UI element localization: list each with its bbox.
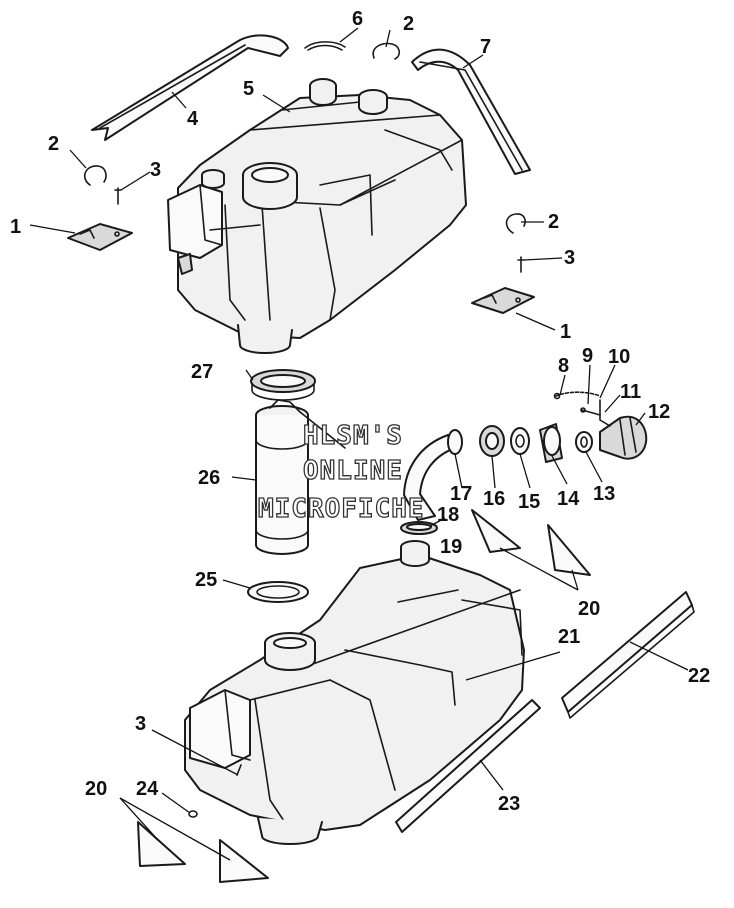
callout-18: 18 <box>437 504 459 526</box>
callout-9: 9 <box>582 345 593 367</box>
callout-10: 10 <box>608 346 630 368</box>
callout-2-right: 2 <box>548 211 559 233</box>
callout-6: 6 <box>352 8 363 30</box>
watermark-line-1: HLSM'S <box>303 421 403 451</box>
cap-tether-chain <box>553 391 611 427</box>
filler-rings <box>447 423 593 463</box>
washer <box>188 810 198 818</box>
callout-20-right: 20 <box>578 598 600 620</box>
callout-8: 8 <box>558 355 569 377</box>
callout-5: 5 <box>243 78 254 100</box>
callout-16: 16 <box>483 488 505 510</box>
callout-4: 4 <box>187 108 199 130</box>
watermark: HLSM'S ONLINE MICROFICHE <box>257 420 425 524</box>
callout-15: 15 <box>518 491 540 513</box>
watermark-line-3: MICROFICHE <box>258 494 425 524</box>
hose-clamp <box>400 521 438 535</box>
callout-3-lower: 3 <box>135 713 146 735</box>
callout-2-left: 2 <box>48 133 59 155</box>
mounting-bracket-right <box>471 287 535 314</box>
callout-14: 14 <box>557 488 580 510</box>
hold-down-strap-right <box>411 48 531 175</box>
callout-12: 12 <box>648 401 670 423</box>
watermark-line-2: ONLINE <box>303 456 403 486</box>
callout-3-right: 3 <box>564 247 575 269</box>
callout-21: 21 <box>558 626 580 648</box>
callout-20-left: 20 <box>85 778 107 800</box>
hold-down-strap-left <box>91 34 289 141</box>
callout-3-upper-left: 3 <box>150 159 161 181</box>
side-pad-bottom <box>395 699 541 833</box>
lower-screw <box>236 764 242 776</box>
callout-22: 22 <box>688 665 710 687</box>
callout-2-top: 2 <box>403 13 414 35</box>
side-pad-long <box>561 591 695 719</box>
callout-13: 13 <box>593 483 615 505</box>
leader-lines <box>29 27 689 861</box>
sender-gasket <box>247 581 309 603</box>
callout-19: 19 <box>440 536 462 558</box>
callout-1-left: 1 <box>10 216 21 238</box>
upper-fuel-tank <box>167 78 467 354</box>
callout-25: 25 <box>195 569 217 591</box>
callout-7: 7 <box>480 36 491 58</box>
callout-1-right: 1 <box>560 321 571 343</box>
fuel-pump-sender <box>255 399 346 555</box>
callout-26: 26 <box>198 467 220 489</box>
fuel-cap <box>599 415 648 460</box>
lower-fuel-tank <box>184 540 525 845</box>
sender-lock-ring <box>250 369 316 401</box>
callout-numbers: 1 1 2 2 2 3 3 3 4 5 6 7 8 9 10 11 12 13 … <box>10 8 710 815</box>
foam-pads <box>137 509 591 883</box>
callout-17: 17 <box>450 483 472 505</box>
mounting-bracket-left <box>67 223 133 251</box>
callout-24: 24 <box>136 778 159 800</box>
callout-23: 23 <box>498 793 520 815</box>
callout-27: 27 <box>191 361 213 383</box>
mounting-screws <box>114 187 525 273</box>
retaining-clips <box>83 41 526 234</box>
filler-hose <box>403 434 456 521</box>
callout-11: 11 <box>620 381 641 403</box>
